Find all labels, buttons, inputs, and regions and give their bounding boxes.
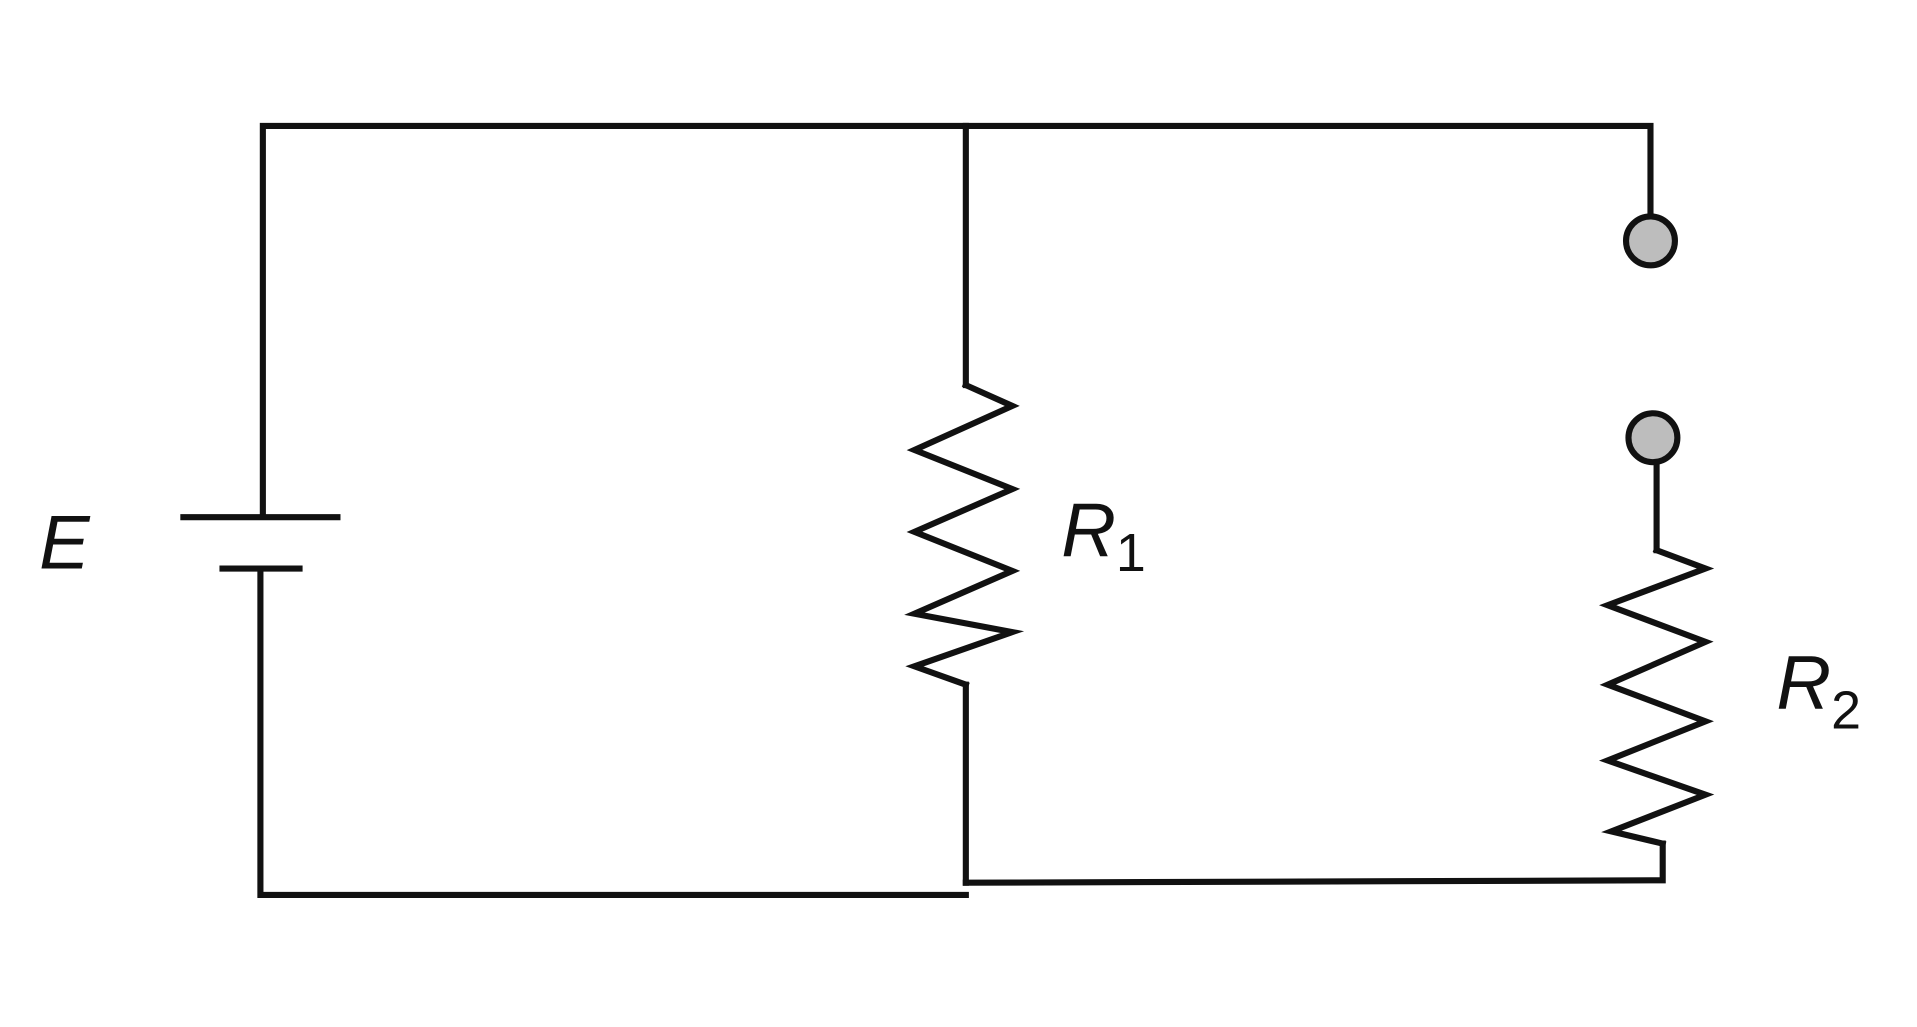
switch-terminal-top	[1622, 213, 1678, 269]
resistor-r2	[1598, 546, 1715, 848]
switch-terminal-bottom	[1625, 410, 1681, 466]
r1-subscript: 1	[1116, 523, 1146, 583]
r2-letter: R	[1776, 641, 1831, 726]
r1-letter: R	[1061, 488, 1116, 573]
r2-label: R2	[1776, 641, 1861, 741]
r2-subscript: 2	[1831, 681, 1861, 741]
left-bottom-wire	[257, 565, 969, 899]
battery	[180, 514, 341, 572]
bottom-right-wire	[962, 840, 1666, 886]
battery-label: E	[39, 501, 91, 586]
r1-label: R1	[1061, 488, 1146, 583]
resistor-r1	[904, 381, 1025, 689]
wires	[257, 122, 1666, 899]
top-wire	[259, 122, 1654, 520]
